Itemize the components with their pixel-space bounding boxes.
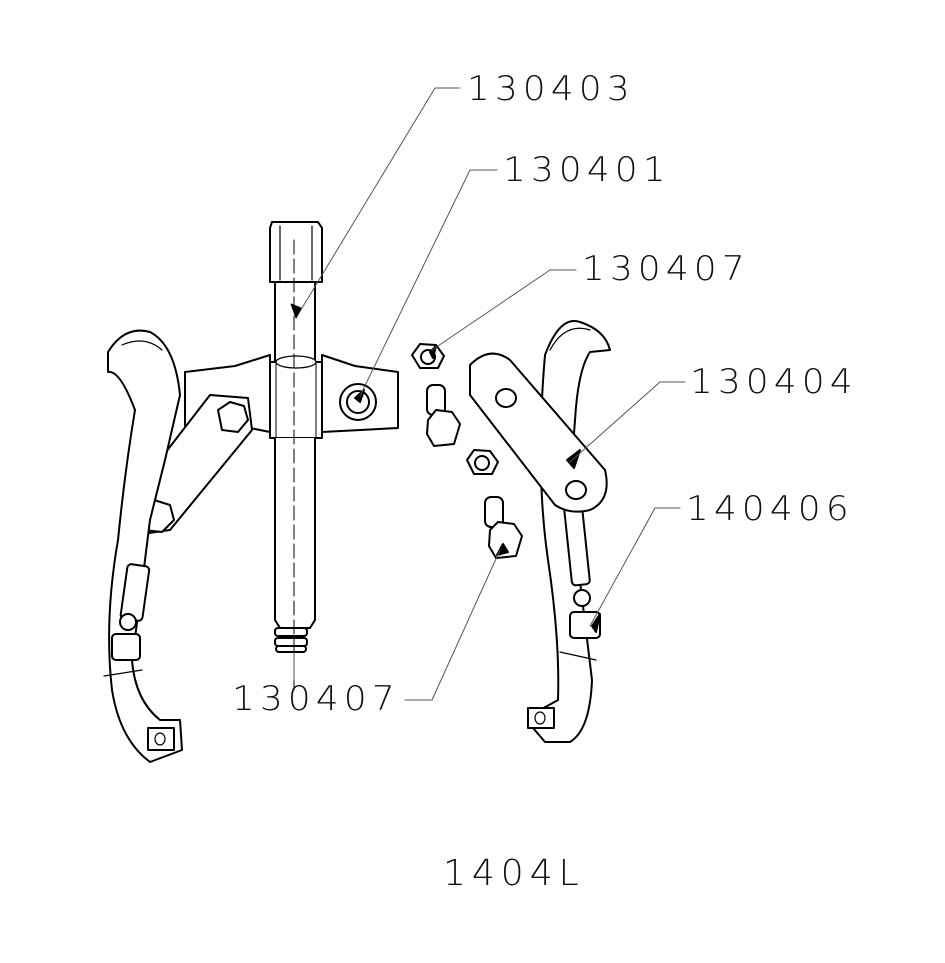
right-jaw [527, 319, 611, 743]
callout-label-130407-bolt: 130407 [232, 679, 400, 719]
callout-label-130401: 130401 [503, 150, 671, 190]
bolt-lower [484, 496, 523, 559]
right-link-plate [469, 352, 608, 513]
leader-lines [290, 87, 686, 701]
callout-label-130403: 130403 [467, 69, 635, 109]
callout-label-130407-nut: 130407 [582, 249, 750, 289]
forcing-screw [269, 221, 323, 691]
callout-label-130404: 130404 [690, 362, 858, 402]
callout-label-140406: 140406 [686, 489, 854, 529]
left-jaw [103, 329, 183, 763]
drawing-title: 1404L [443, 853, 585, 894]
bolt-upper [426, 384, 461, 447]
hex-nut-upper [411, 343, 445, 369]
hex-nut-lower [466, 449, 499, 475]
